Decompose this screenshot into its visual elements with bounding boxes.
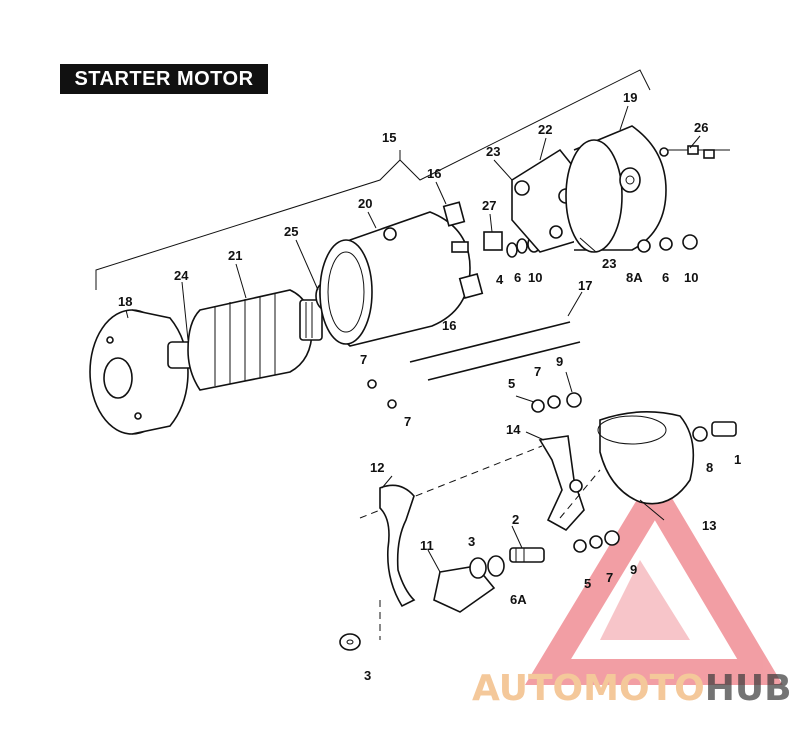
watermark-text: AUTOMOTOHUB (472, 668, 792, 709)
callout-6a: 6A (510, 592, 527, 607)
callout-6-right: 6 (662, 270, 669, 285)
mounting-bracket-14 (538, 435, 585, 532)
callout-10-right: 10 (684, 270, 698, 285)
callout-10-upper: 10 (528, 270, 542, 285)
callout-24: 24 (174, 268, 189, 283)
watermark-auto: AUTO (472, 668, 583, 709)
armature (167, 289, 323, 391)
watermark-inner-triangle (600, 560, 690, 640)
washers-3-6a (469, 555, 505, 579)
watermark-triangle (524, 469, 783, 685)
callout-4: 4 (496, 272, 504, 287)
callout-7-b: 7 (404, 414, 411, 429)
watermark-logo (524, 469, 783, 685)
through-bolts (409, 321, 581, 381)
screws-26 (659, 145, 730, 159)
leader-lines (125, 105, 701, 573)
callout-3-upper: 3 (468, 534, 475, 549)
watermark-hub: HUB (705, 668, 792, 709)
hardware-8a-6-10 (637, 234, 698, 253)
callout-16-upper: 16 (427, 166, 441, 181)
screw-1-washer-8 (692, 421, 737, 442)
callout-13: 13 (702, 518, 716, 533)
callout-labels: 15 19 26 22 23 16 20 27 25 21 24 18 4 6 … (118, 90, 741, 683)
callout-5-lower: 5 (584, 576, 591, 591)
callout-3-lower: 3 (364, 668, 371, 683)
callout-6-upper: 6 (514, 270, 521, 285)
washer-3-lower (339, 633, 361, 651)
callout-2: 2 (512, 512, 519, 527)
watermark-moto: MOTO (583, 668, 705, 709)
callout-16-lower: 16 (442, 318, 456, 333)
hardware-5-7-9-upper (531, 392, 582, 413)
callout-23-upper: 23 (486, 144, 500, 159)
callout-9-upper: 9 (556, 354, 563, 369)
callout-27: 27 (482, 198, 496, 213)
callout-11: 11 (420, 538, 434, 553)
callout-5-upper: 5 (508, 376, 515, 391)
drive-end-cover (89, 309, 189, 435)
callout-18: 18 (118, 294, 132, 309)
strap-12 (379, 484, 416, 608)
callout-21: 21 (228, 248, 242, 263)
hardware-5-7-9-lower (573, 530, 620, 553)
callout-25: 25 (284, 224, 298, 239)
callout-26: 26 (694, 120, 708, 135)
callout-7-c: 7 (534, 364, 541, 379)
shield-cover (597, 411, 695, 505)
alignment-lines (359, 445, 601, 640)
field-frame (319, 211, 471, 347)
callout-9-lower: 9 (630, 562, 637, 577)
callout-23-lower: 23 (602, 256, 616, 271)
brush-lower (458, 273, 484, 299)
callout-17: 17 (578, 278, 592, 293)
callout-22: 22 (538, 122, 552, 137)
callout-14: 14 (506, 422, 521, 437)
terminal-insulator (483, 231, 503, 251)
callout-8: 8 (706, 460, 713, 475)
svg-text:AUTOMOTOHUB: AUTOMOTOHUB (472, 668, 792, 709)
diagram-title: STARTER MOTOR (60, 64, 268, 94)
callout-7-d: 7 (606, 570, 613, 585)
callout-19: 19 (623, 90, 637, 105)
callout-8a: 8A (626, 270, 643, 285)
brush-upper (442, 201, 466, 227)
callout-7-a: 7 (360, 352, 367, 367)
bolt-2 (509, 547, 545, 563)
callout-1: 1 (734, 452, 741, 467)
group-bracket-15 (95, 69, 651, 290)
callout-15: 15 (382, 130, 396, 145)
small-washers-7 (367, 379, 397, 409)
callout-12: 12 (370, 460, 384, 475)
callout-20: 20 (358, 196, 372, 211)
commutator-end-cover (565, 125, 667, 253)
